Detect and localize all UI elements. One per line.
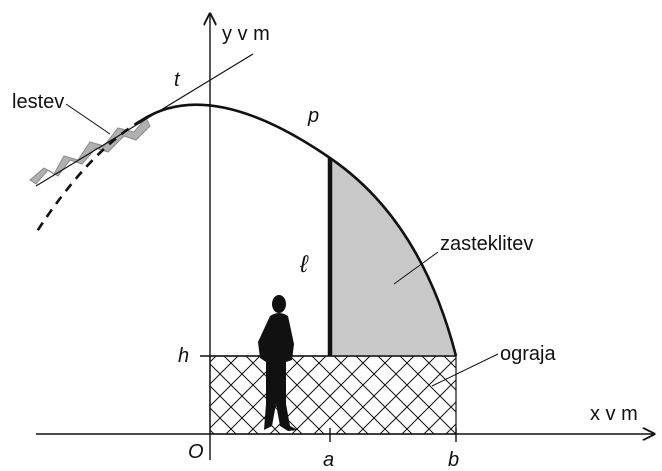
glazing-label: zasteklitev — [440, 233, 533, 255]
y-axis-label: y v m — [222, 23, 270, 45]
parabola-dashed-extension — [32, 118, 143, 237]
ladder-label: lestev — [12, 91, 64, 113]
glazing-leader — [393, 251, 439, 285]
b-label: b — [448, 449, 459, 471]
height-label: h — [178, 345, 189, 367]
fence-label: ograja — [500, 343, 556, 365]
curve-label: p — [307, 105, 319, 127]
segment-l-label: ℓ — [299, 251, 309, 278]
x-axis-label: x v m — [590, 403, 638, 425]
ladder-leader — [65, 103, 111, 135]
tangent-line — [35, 53, 254, 187]
person-silhouette — [258, 295, 298, 431]
tangent-label: t — [174, 69, 181, 91]
a-label: a — [323, 449, 334, 471]
fence-hatched-rect — [209, 355, 457, 435]
origin-label: O — [188, 441, 204, 463]
fence-leader — [431, 353, 499, 387]
glazing-region — [330, 158, 456, 356]
